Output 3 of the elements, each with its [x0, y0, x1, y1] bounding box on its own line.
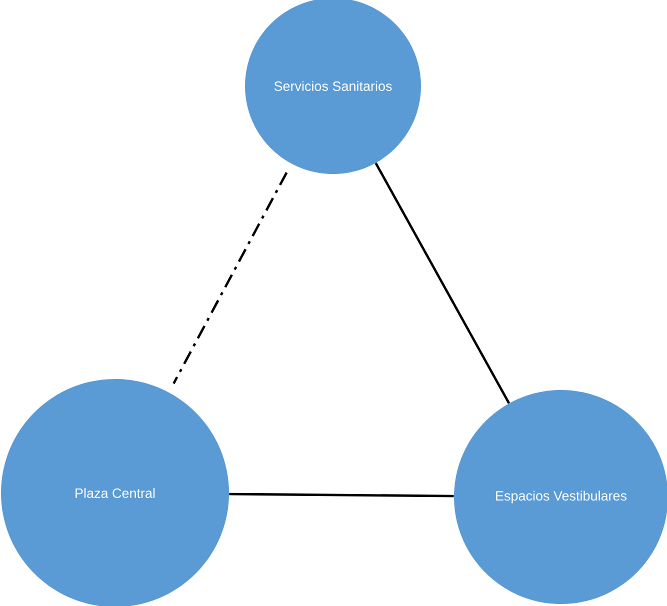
connector-line	[172, 172, 288, 384]
connector-line	[374, 162, 510, 404]
connector-line	[229, 492, 454, 498]
